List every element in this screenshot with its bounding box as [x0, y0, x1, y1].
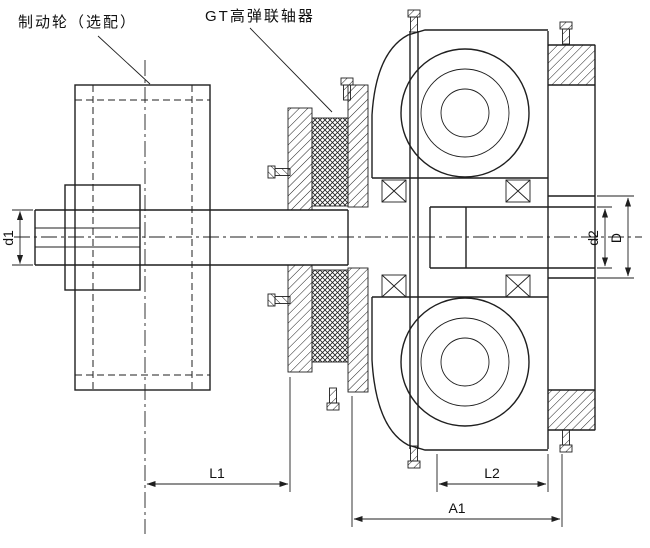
brake-wheel-label: 制动轮（选配） [18, 14, 137, 31]
brake-wheel [64, 84, 211, 391]
gt-elastic-coupling [287, 84, 369, 393]
dimension-D-label: D [608, 233, 624, 243]
coupling-label: GT高弹联轴器 [205, 8, 315, 25]
input-shaft [34, 209, 349, 266]
dimension-L1-label: L1 [209, 465, 225, 481]
dimension-A1: A1 [351, 396, 563, 527]
bearings [381, 179, 531, 298]
dimension-L2: L2 [436, 454, 549, 492]
dimension-A1-label: A1 [448, 500, 465, 516]
dimension-d1-label: d1 [0, 230, 16, 246]
coupling-housing [371, 29, 596, 451]
turbine-chambers [400, 48, 530, 427]
dimension-L2-label: L2 [484, 465, 500, 481]
dimension-L1: L1 [146, 377, 291, 492]
centerlines [14, 60, 642, 534]
dimension-d2-label: d2 [585, 230, 601, 246]
leader-lines [97, 27, 333, 113]
dimension-D: D [597, 195, 634, 279]
bolts [267, 9, 573, 469]
dimension-d2: d2 [585, 206, 612, 269]
output-bore [429, 206, 595, 269]
dimension-d1: d1 [0, 209, 33, 266]
